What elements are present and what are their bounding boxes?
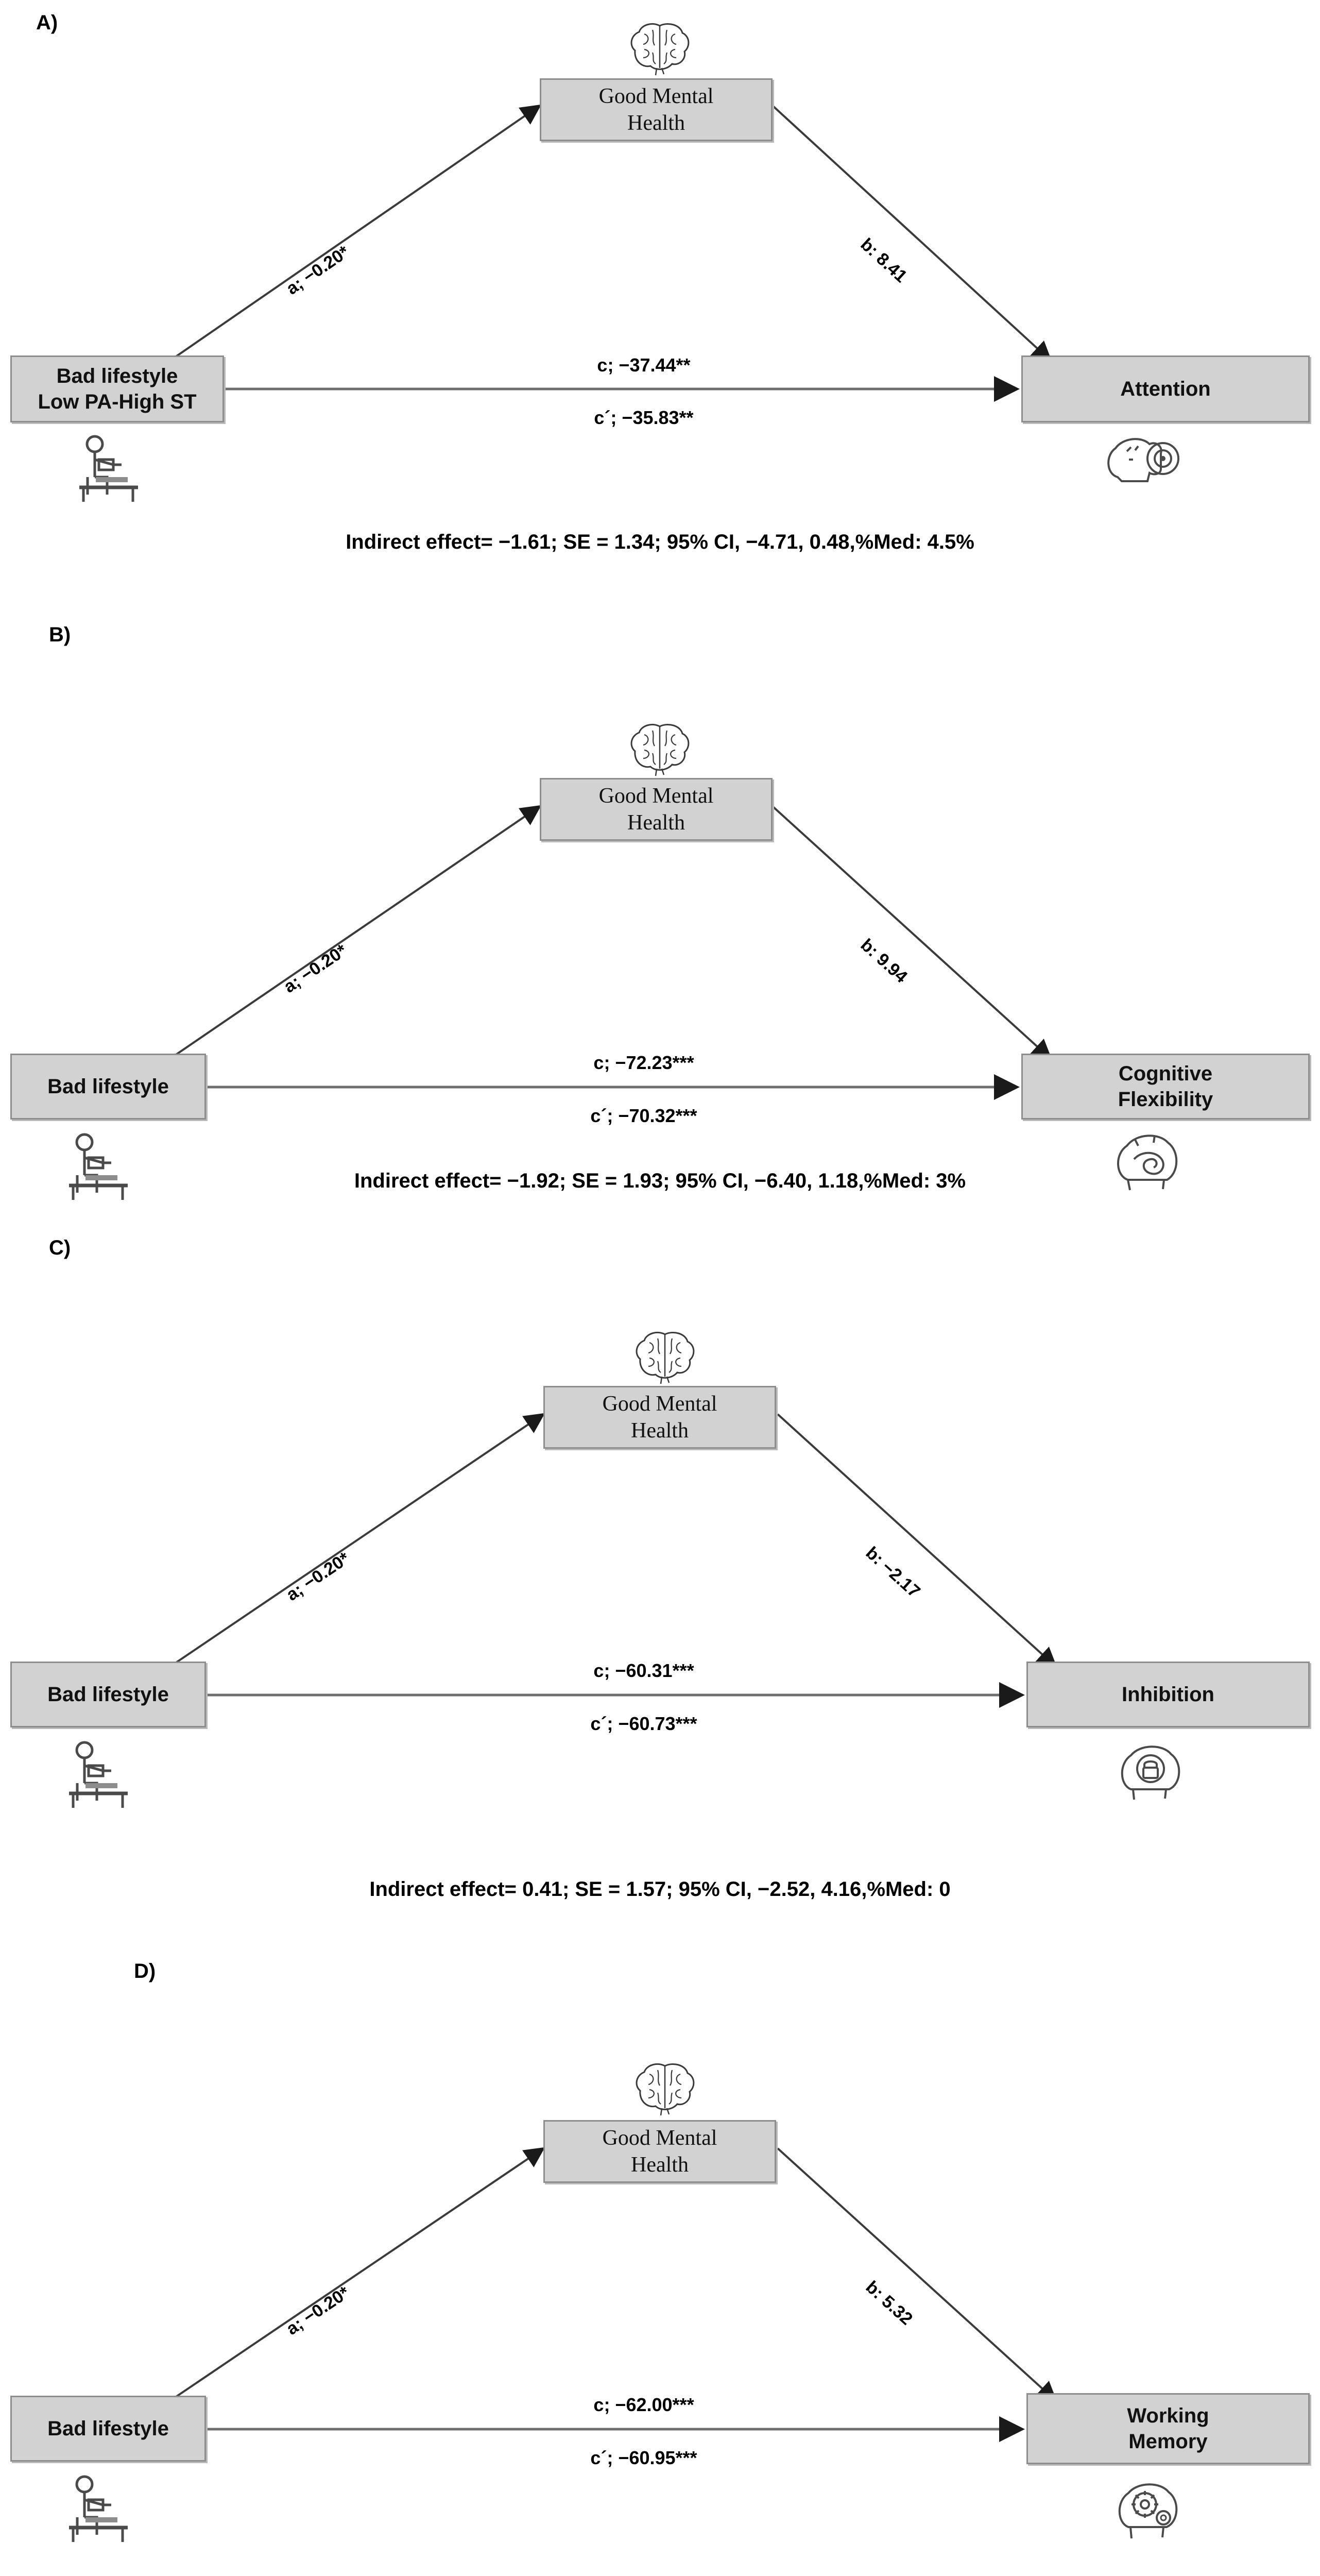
panel-a-caption: Indirect effect= −1.61; SE = 1.34; 95% C… bbox=[346, 531, 974, 553]
panel-c-letter: C) bbox=[49, 1236, 71, 1259]
outcome-node: Attention bbox=[1021, 355, 1310, 422]
path-c-label: c; −60.31*** bbox=[593, 1660, 694, 1681]
mediator-node: Good Mental Health bbox=[540, 778, 773, 841]
mediator-node-label: Good Mental Health bbox=[602, 1392, 717, 1443]
person-at-desk-sedentary-icon bbox=[62, 1739, 139, 1811]
predictor-node: Bad lifestyle bbox=[10, 2396, 206, 2462]
path-c-prime-label: c´; −60.73*** bbox=[590, 1713, 697, 1734]
person-at-desk-sedentary-icon bbox=[62, 2473, 139, 2545]
head-cognitive-flexibility-icon bbox=[1107, 1128, 1195, 1195]
person-at-desk-sedentary-icon bbox=[62, 1131, 139, 1203]
panel-a-letter: A) bbox=[36, 11, 58, 34]
predictor-node-label: Bad lifestyle bbox=[47, 1683, 169, 1706]
predictor-node: Bad lifestyle bbox=[10, 1662, 206, 1727]
path-c-label: c; −37.44** bbox=[597, 354, 691, 376]
path-c-prime-label: c´; −35.83** bbox=[594, 407, 694, 428]
predictor-node-label: Bad lifestyle bbox=[47, 2417, 169, 2440]
panel-c-caption: Indirect effect= 0.41; SE = 1.57; 95% CI… bbox=[369, 1878, 951, 1901]
path-c-label: c; −62.00*** bbox=[593, 2394, 694, 2415]
outcome-node-label: Attention bbox=[1120, 378, 1211, 400]
brain-icon bbox=[631, 1329, 698, 1386]
outcome-node-label: Working Memory bbox=[1127, 2404, 1209, 2453]
head-working-memory-gears-icon bbox=[1110, 2476, 1192, 2543]
path-c-label: c; −72.23*** bbox=[593, 1052, 694, 1073]
person-at-desk-sedentary-icon bbox=[72, 433, 149, 505]
mediator-node-label: Good Mental Health bbox=[602, 2126, 717, 2177]
mediator-node: Good Mental Health bbox=[543, 1386, 776, 1449]
panel-a-arrows bbox=[169, 104, 1052, 402]
outcome-node: Inhibition bbox=[1026, 1662, 1310, 1727]
panel-d-letter: D) bbox=[134, 1960, 156, 1982]
outcome-node-label: Inhibition bbox=[1122, 1683, 1214, 1706]
predictor-node-label: Bad lifestyle Low PA-High ST bbox=[38, 365, 197, 413]
mediator-node: Good Mental Health bbox=[543, 2120, 776, 2183]
panel-a: A) Good Mental Health Bad lifestyle Low … bbox=[0, 0, 1320, 567]
panel-c: C) Good Mental Health Bad lifestyle Inhi… bbox=[0, 1231, 1320, 1911]
head-attention-target-icon bbox=[1102, 433, 1190, 495]
panel-b-arrows bbox=[169, 805, 1052, 1100]
panel-d-arrows bbox=[169, 2147, 1057, 2442]
panel-b-caption: Indirect effect= −1.92; SE = 1.93; 95% C… bbox=[354, 1170, 966, 1192]
predictor-node: Bad lifestyle bbox=[10, 1054, 206, 1120]
mediator-node: Good Mental Health bbox=[540, 78, 773, 141]
outcome-node: Cognitive Flexibility bbox=[1021, 1054, 1310, 1120]
panel-d: D) Good Mental Health Bad lifestyle Work… bbox=[0, 1953, 1320, 2576]
path-c-prime-label: c´; −60.95*** bbox=[590, 2447, 697, 2468]
predictor-node-label: Bad lifestyle bbox=[47, 1075, 169, 1098]
panel-b: B) Good Mental Health Bad lifestyle Cogn… bbox=[0, 618, 1320, 1226]
predictor-node: Bad lifestyle Low PA-High ST bbox=[10, 355, 224, 422]
panel-b-letter: B) bbox=[49, 623, 71, 646]
brain-icon bbox=[626, 21, 693, 77]
panel-c-arrows bbox=[169, 1413, 1057, 1708]
brain-icon bbox=[631, 2061, 698, 2117]
path-c-prime-label: c´; −70.32*** bbox=[590, 1105, 697, 1126]
outcome-node: Working Memory bbox=[1026, 2393, 1310, 2464]
mediator-node-label: Good Mental Health bbox=[598, 784, 714, 835]
head-inhibition-icon bbox=[1112, 1739, 1190, 1803]
mediator-node-label: Good Mental Health bbox=[598, 84, 714, 135]
brain-icon bbox=[626, 721, 693, 778]
outcome-node-label: Cognitive Flexibility bbox=[1118, 1062, 1213, 1111]
